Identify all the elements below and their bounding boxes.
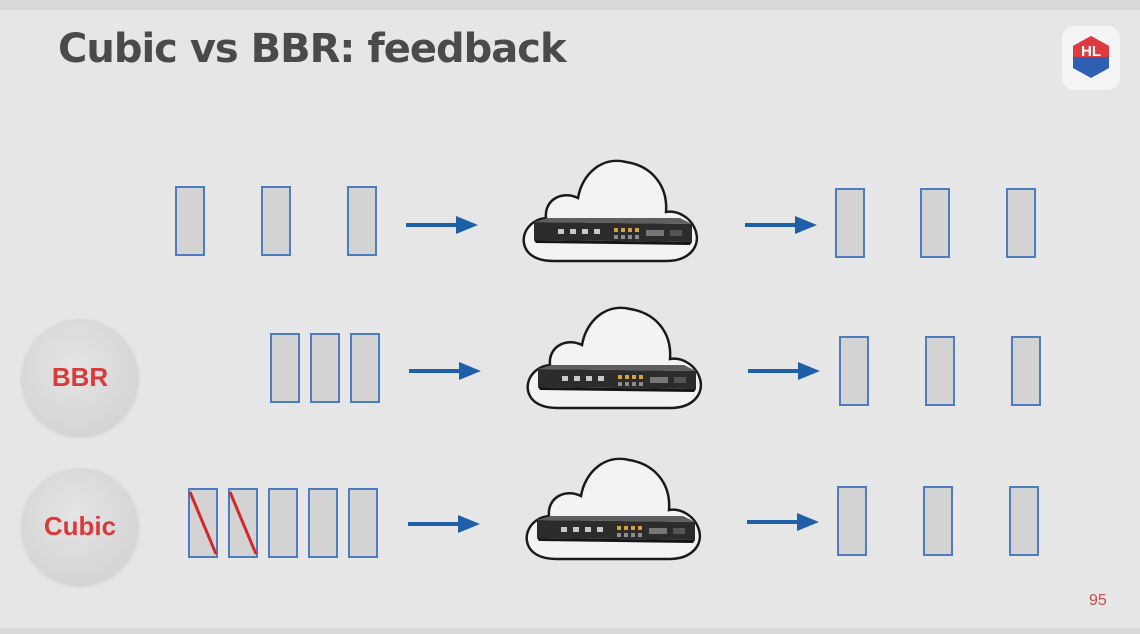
- packet: [270, 333, 300, 403]
- dropped-packet: [228, 488, 258, 558]
- arrow-right-icon: [409, 361, 481, 381]
- packet: [175, 186, 205, 256]
- packet: [261, 186, 291, 256]
- slide-title: Cubic vs BBR: feedback: [58, 26, 567, 72]
- company-logo: HL: [1062, 26, 1120, 90]
- logo-text: HL: [1081, 43, 1101, 60]
- packet: [1011, 336, 1041, 406]
- packet: [350, 333, 380, 403]
- slash-icon: [188, 491, 218, 555]
- arrow-right-icon: [745, 215, 817, 235]
- packet: [923, 486, 953, 556]
- cloud-router-icon: [522, 293, 706, 415]
- arrow-right-icon: [747, 512, 819, 532]
- dropped-packet: [188, 488, 218, 558]
- cloud-router-icon: [521, 444, 705, 566]
- packet: [310, 333, 340, 403]
- packet: [837, 486, 867, 556]
- packet: [1006, 188, 1036, 258]
- packet: [1009, 486, 1039, 556]
- slash-icon: [228, 491, 258, 555]
- arrow-right-icon: [406, 215, 478, 235]
- cubic-label: Cubic: [22, 468, 138, 584]
- arrow-right-icon: [748, 361, 820, 381]
- page-number: 95: [1089, 592, 1107, 609]
- bbr-label: BBR: [22, 319, 138, 435]
- arrow-right-icon: [408, 514, 480, 534]
- packet: [839, 336, 869, 406]
- packet: [925, 336, 955, 406]
- packet: [920, 188, 950, 258]
- packet: [835, 188, 865, 258]
- packet: [268, 488, 298, 558]
- cloud-router-icon: [518, 146, 702, 268]
- packet: [348, 488, 378, 558]
- slide: Cubic vs BBR: feedback HL BBR Cubic: [0, 10, 1140, 628]
- packet: [347, 186, 377, 256]
- packet: [308, 488, 338, 558]
